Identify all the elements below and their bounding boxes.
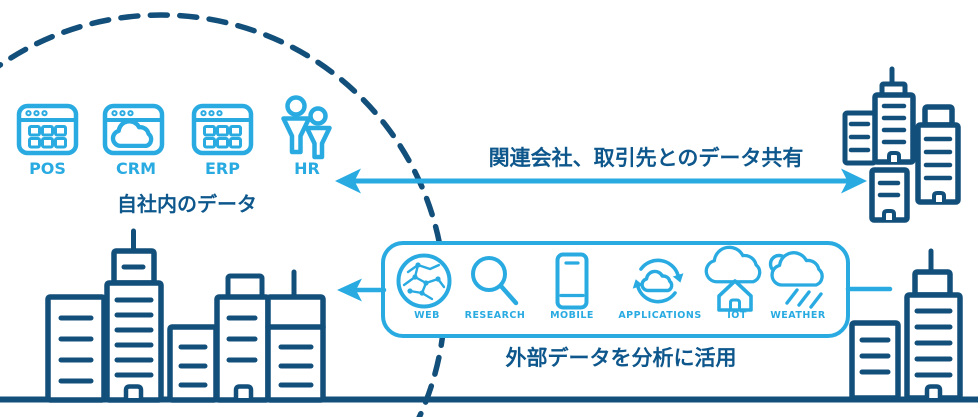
- globe-network-icon: [396, 253, 452, 309]
- cloud-refresh-icon: [632, 258, 684, 304]
- pos-window-grid-icon: [16, 103, 79, 156]
- hr-people-icon: [281, 95, 332, 160]
- research-label: RESEARCH: [464, 310, 526, 321]
- city-skyline-left: [45, 228, 326, 403]
- erp-label: ERP: [205, 159, 240, 178]
- external-data-caption: 外部データを分析に活用: [505, 346, 737, 370]
- cloud-house-icon: [704, 245, 762, 312]
- internal-data-heading: 自社内のデータ: [117, 192, 257, 216]
- buildings-bottom-right: [849, 248, 963, 401]
- smartphone-icon: [555, 252, 589, 310]
- crm-window-cloud-icon: [102, 103, 165, 156]
- arrowhead-left: [335, 168, 361, 194]
- erp-window-grid-icon: [191, 103, 254, 156]
- web-label: WEB: [414, 310, 440, 321]
- arrowhead-left: [337, 278, 362, 302]
- mobile-label: MOBILE: [550, 310, 594, 321]
- arrowhead-right: [841, 168, 867, 194]
- applications-label: APPLICATIONS: [618, 310, 702, 321]
- external-data-arrow-left: [337, 278, 387, 302]
- hr-label: HR: [294, 159, 320, 178]
- share-arrow: [335, 168, 867, 194]
- crm-label: CRM: [116, 159, 156, 178]
- pos-label: POS: [29, 159, 66, 178]
- iot-label: IOT: [727, 310, 747, 321]
- buildings-top-right: [842, 66, 961, 223]
- share-arrow-caption: 関連会社、取引先とのデータ共有: [488, 146, 804, 170]
- weather-label: WEATHER: [770, 310, 826, 321]
- magnifier-icon: [471, 256, 519, 306]
- cloud-rain-icon: [768, 251, 824, 309]
